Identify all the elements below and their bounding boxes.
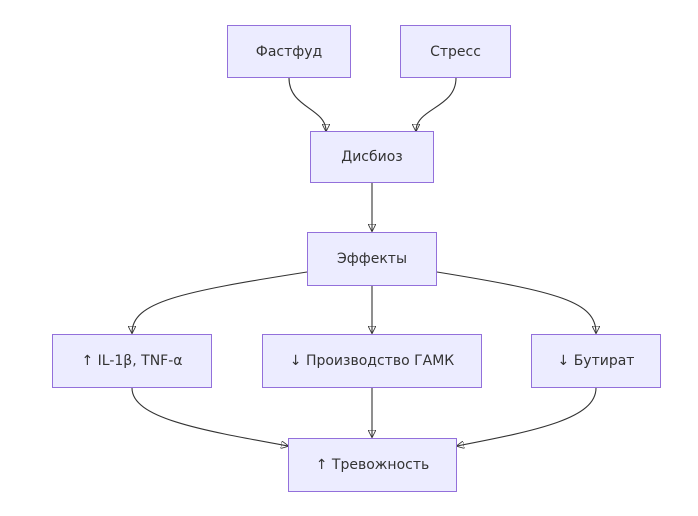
edge-effects-butyrate [436, 271, 596, 333]
edge-stress-dysbiosis [416, 77, 457, 131]
node-label: ↓ Бутират [557, 353, 635, 369]
node-label: ↑ Тревожность [315, 457, 430, 473]
node-butyrate: ↓ Бутират [531, 334, 661, 388]
edge-effects-cytokines [132, 271, 308, 333]
node-dysbiosis: Дисбиоз [310, 131, 434, 183]
edge-butyrate-anxiety [457, 387, 597, 446]
node-stress: Стресс [400, 25, 511, 78]
node-label: Стресс [430, 43, 481, 60]
node-label: Дисбиоз [341, 149, 403, 165]
edge-fastfood-dysbiosis [288, 77, 326, 131]
node-label: Фастфуд [255, 43, 323, 60]
node-label: ↓ Производство ГАМК [289, 353, 455, 369]
node-label: ↑ IL-1β, TNF-α [81, 353, 183, 369]
node-anxiety: ↑ Тревожность [288, 438, 457, 492]
node-gaba: ↓ Производство ГАМК [262, 334, 482, 388]
node-fastfood: Фастфуд [227, 25, 351, 78]
node-effects: Эффекты [307, 232, 437, 286]
node-cytokines: ↑ IL-1β, TNF-α [52, 334, 212, 388]
edge-cytokines-anxiety [131, 387, 288, 446]
node-label: Эффекты [337, 251, 407, 267]
